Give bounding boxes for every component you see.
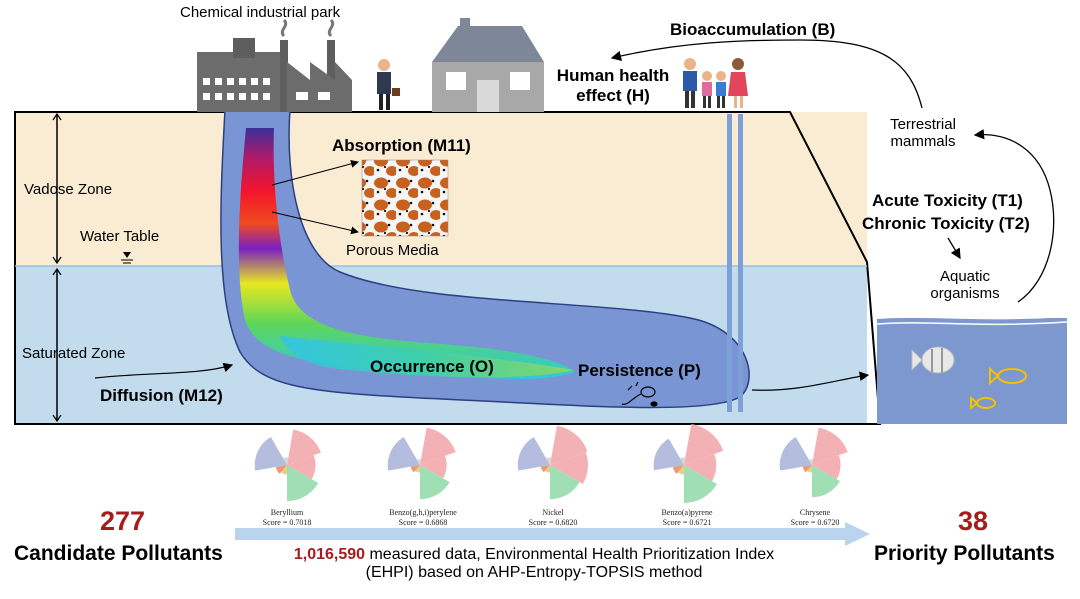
absorption-label: Absorption (M11) [332,136,471,155]
rose-petal [545,465,550,473]
aquatic-line1: Aquatic [939,268,991,285]
rose-petal [812,455,841,480]
rose-petal [809,459,813,465]
rose-chart [517,425,588,500]
diffusion-label: Diffusion (M12) [100,386,223,405]
rose-petal [417,459,421,465]
fish-icon [911,346,955,374]
rose-petal [287,465,319,502]
rose-petal [546,457,552,465]
plume-concentration [238,128,575,379]
porous-media-label: Porous Media [346,242,439,259]
rose-petal [410,465,420,473]
rose-petal [420,455,447,479]
rose-petal [812,427,848,465]
rose-petal [540,465,550,473]
bioaccumulation-label: Bioaccumulation (B) [670,20,836,39]
priority-label: Priority Pollutants [874,542,1055,565]
terrestrial-line2: mammals [890,133,956,151]
measured-count: 1,016,590 [293,546,366,563]
aquatic-line2: organisms [930,285,1000,303]
terrestrial-line1: Terrestrial [890,116,956,133]
rose-petal [287,429,321,465]
candidate-label: Candidate Pollutants [14,542,223,565]
rose-petal [420,427,456,465]
rose-petal [517,437,550,471]
rose-chart [254,429,321,502]
rose-petal [287,455,316,480]
rose-petal [812,465,840,498]
ground-outline [14,111,882,425]
rose-chart [653,423,724,503]
house-icon [432,18,544,112]
rose-petal [653,438,684,471]
water-table-label: Water Table [80,228,160,245]
human-health-line2: effect (H) [576,85,650,105]
factory-icon [197,18,352,112]
person-icon [377,59,400,110]
terrestrial-mammals-label: Terrestrial mammals [868,116,978,151]
rose-petal [283,457,289,465]
rose-petal [550,465,580,500]
method-text: (EHPI) based on AHP-Entropy-TOPSIS metho… [365,564,703,582]
human-health-label: Human health effect (H) [548,66,678,105]
rose-petal [684,423,724,465]
porous-media-image [361,159,449,237]
rose-petal [677,465,684,475]
rose-petal [680,457,686,465]
human-health-line1: Human health [556,66,670,85]
family-icon [683,58,748,108]
rose-charts [254,423,848,503]
acute-toxicity-label: Acute Toxicity (T1) [872,191,1023,210]
candidate-count: 277 [100,506,146,536]
rose-petal [672,465,684,474]
priority-count: 38 [958,506,989,536]
fish-icon [970,366,1027,411]
persistence-label: Persistence (P) [578,361,701,380]
rose-petal [275,465,287,474]
rose-petal [254,437,287,471]
rose-chart [387,427,456,500]
aquatic-organisms-label: Aquatic organisms [910,268,1020,303]
chronic-toxicity-label: Chronic Toxicity (T2) [862,214,1030,233]
rose-petal [684,453,717,482]
rose-petal [779,437,812,471]
method-description: 1,016,590 measured data, Environmental H… [254,546,814,583]
measured-text: measured data, Environmental Health Prio… [365,546,775,563]
microbe-icon [621,381,658,407]
vadose-zone-label: Vadose Zone [24,181,113,198]
rose-petal [550,452,588,484]
rose-petal [807,465,812,473]
rose-petal [415,465,420,473]
rose-petal [420,465,450,500]
rose-petal [387,437,420,471]
rose-petal [802,465,812,473]
pollution-plume [220,109,750,409]
industrial-park-label: Chemical industrial park [180,4,341,21]
rose-petal [280,465,287,475]
rose-petal [550,425,588,465]
rose-chart [779,427,848,498]
progress-arrow-head [845,522,870,546]
progress-arrow-shaft [235,528,845,540]
occurrence-label: Occurrence (O) [370,357,494,376]
saturated-zone-label: Saturated Zone [22,345,126,362]
rose-petal [684,465,717,503]
